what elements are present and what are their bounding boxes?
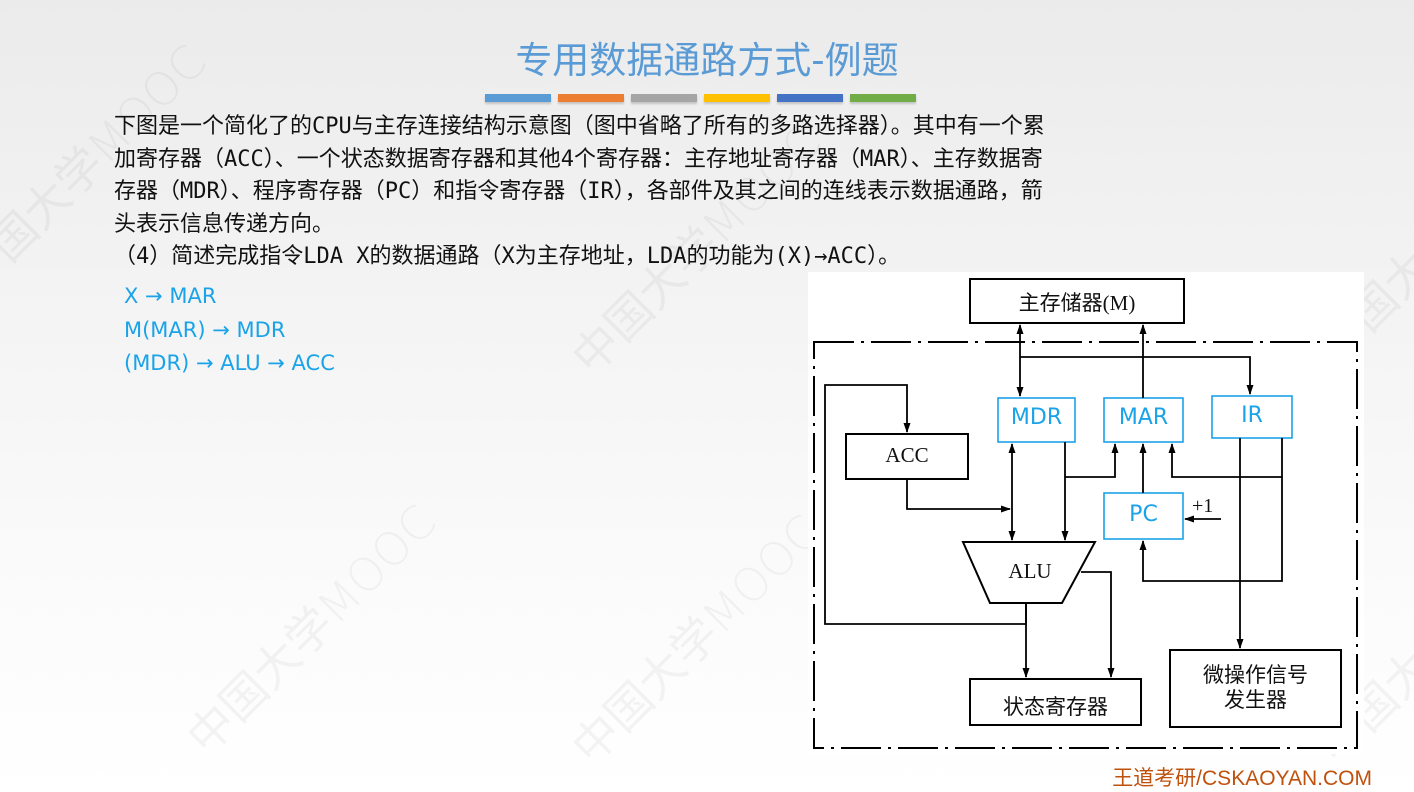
acc-label: ACC	[885, 443, 929, 467]
micro-op-generator-label: 微操作信号 发生器	[1170, 663, 1341, 713]
slide-title: 专用数据通路方式-例题	[515, 39, 899, 82]
micro-op-line: 微操作信号	[1203, 663, 1308, 687]
cpu-datapath-diagram: 主存储器(M) MDR MAR IR ACC PC +1 ALU 状态寄存器 微…	[808, 272, 1364, 754]
answer-step: (MDR) → ALU → ACC	[124, 351, 335, 375]
alu-label: ALU	[1008, 559, 1052, 583]
answer-steps: X → MAR M(MAR) → MDR (MDR) → ALU → ACC	[124, 280, 335, 381]
decor-bar	[850, 94, 916, 102]
question-line: 加寄存器（ACC）、一个状态数据寄存器和其他4个寄存器：主存地址寄存器（MAR）…	[114, 146, 1043, 172]
decor-bar	[777, 94, 843, 102]
question-line: 下图是一个简化了的CPU与主存连接结构示意图（图中省略了所有的多路选择器）。其中…	[114, 114, 1045, 139]
plus-one-label: +1	[1192, 495, 1214, 517]
title-decor-bars	[485, 94, 916, 102]
footer-brand: 王道考研/CSKAOYAN.COM	[1112, 767, 1372, 790]
decor-bar	[485, 94, 551, 102]
main-memory-label: 主存储器(M)	[1018, 291, 1136, 315]
decor-bar	[704, 94, 770, 102]
question-line: 头表示信息传递方向。	[114, 211, 335, 237]
datapath-lines	[813, 278, 1358, 749]
answer-step: M(MAR) → MDR	[124, 317, 286, 342]
question-text: 下图是一个简化了的CPU与主存连接结构示意图（图中省略了所有的多路选择器）。其中…	[114, 111, 1274, 274]
pc-label: PC	[1129, 502, 1158, 527]
watermark: 中国大学MOOC	[170, 488, 449, 767]
ir-label: IR	[1241, 403, 1263, 428]
question-line: 存器（MDR）、程序寄存器（PC）和指令寄存器（IR），各部件及其之间的连线表示…	[114, 179, 1043, 204]
mar-label: MAR	[1118, 405, 1169, 430]
decor-bar	[558, 94, 624, 102]
status-register-label: 状态寄存器	[1003, 695, 1108, 719]
question-line: （4）简述完成指令LDA X的数据通路（X为主存地址，LDA的功能为(X)→AC…	[114, 244, 901, 269]
micro-op-line: 发生器	[1224, 688, 1287, 712]
watermark: 中国大学MOOC	[555, 498, 834, 777]
decor-bar	[631, 94, 697, 102]
mdr-label: MDR	[1010, 405, 1063, 430]
answer-step: X → MAR	[124, 284, 217, 308]
